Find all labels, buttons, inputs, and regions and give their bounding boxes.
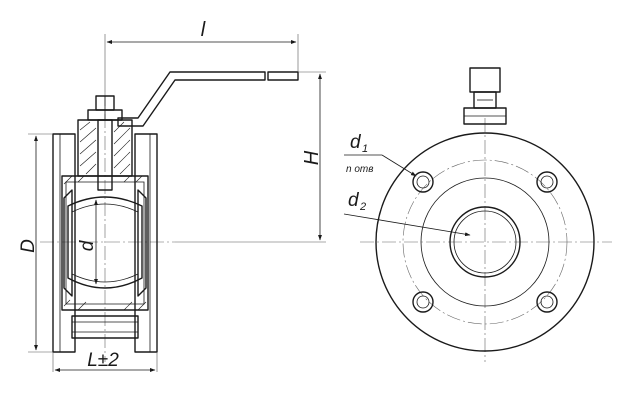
dim-D-label: D bbox=[18, 239, 39, 253]
valve-body bbox=[61, 175, 149, 311]
dim-H-label: H bbox=[301, 150, 323, 165]
d1-note: n отв bbox=[346, 164, 373, 175]
bolt-hole bbox=[536, 171, 558, 193]
d2-leader bbox=[343, 213, 471, 237]
body-hatch bbox=[63, 175, 147, 311]
front-handle-block bbox=[469, 67, 501, 93]
front-view: d 1 n отв d 2 bbox=[343, 67, 612, 362]
dim-L-label: L±2 bbox=[87, 350, 119, 371]
d1-subscript: 1 bbox=[362, 143, 368, 155]
d1-label: d bbox=[350, 132, 362, 153]
seat-right bbox=[137, 189, 147, 297]
handle-lever-tip bbox=[267, 71, 299, 81]
ball bbox=[67, 196, 143, 289]
dim-l-label: l bbox=[201, 19, 206, 41]
bolt-holes bbox=[412, 171, 558, 313]
bolt-hole bbox=[536, 291, 558, 313]
handle-lever bbox=[117, 71, 266, 127]
bolt-hole bbox=[412, 291, 434, 313]
seat-left bbox=[63, 189, 73, 297]
bolt-circle bbox=[402, 159, 568, 325]
bottom-stub bbox=[71, 315, 139, 339]
d2-subscript: 2 bbox=[359, 201, 366, 213]
dim-d-label: d bbox=[77, 239, 98, 251]
neck-hatch bbox=[79, 121, 131, 175]
flange-inner-circle bbox=[420, 177, 550, 307]
bolt-hole bbox=[412, 171, 434, 193]
d2-label: d bbox=[348, 190, 360, 211]
stem bbox=[97, 119, 113, 191]
side-view: D d L±2 l H bbox=[18, 19, 326, 372]
flange-right bbox=[134, 133, 158, 353]
flange-left bbox=[52, 133, 76, 353]
bore-circle bbox=[449, 206, 521, 278]
flange-outer-circle bbox=[375, 132, 595, 352]
